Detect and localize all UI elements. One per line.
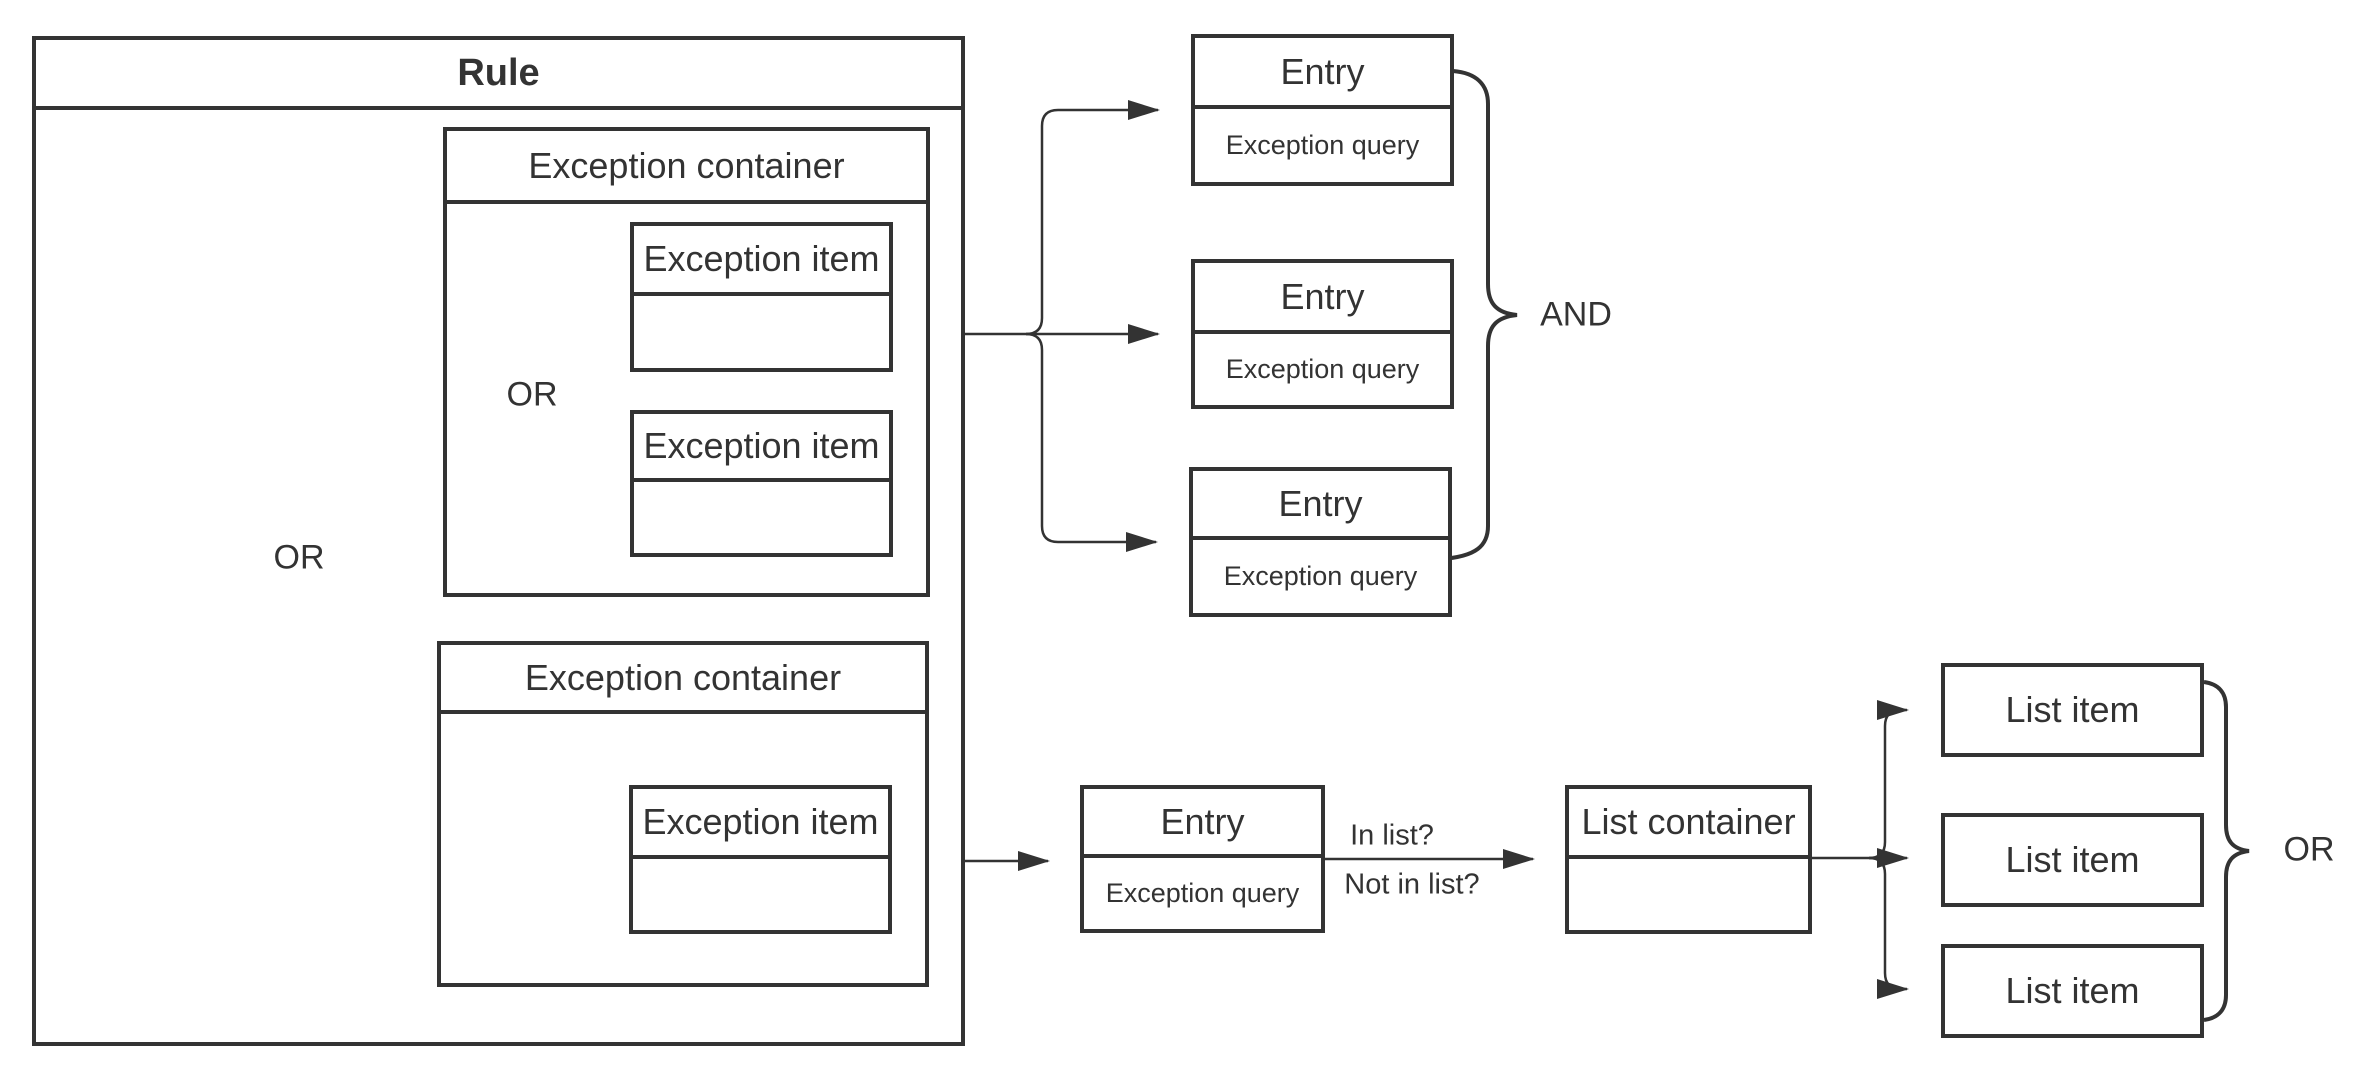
rule-title: Rule — [36, 40, 961, 110]
or-label-list-items: OR — [2283, 830, 2335, 869]
exception-item-1-body — [634, 296, 889, 368]
entry-3-query: Exception query — [1223, 561, 1418, 591]
list-container: List container — [1565, 785, 1812, 934]
exception-item-3: Exception item — [629, 785, 892, 934]
entry-4-title: Entry — [1084, 789, 1321, 858]
and-label-entries: AND — [1540, 295, 1612, 334]
connector-item-to-entry3 — [1025, 332, 1158, 552]
brace-and-entries — [1439, 69, 1518, 561]
exception-container-1-title: Exception container — [447, 131, 926, 204]
entry-3-title: Entry — [1193, 471, 1448, 540]
list-item-1: List item — [1941, 663, 2204, 757]
exception-item-1-title: Exception item — [634, 226, 889, 296]
entry-2-query: Exception query — [1225, 354, 1420, 384]
entry-2: Entry Exception query — [1191, 259, 1454, 409]
or-label-items: OR — [506, 375, 558, 414]
exception-item-3-title: Exception item — [633, 789, 888, 859]
list-item-3: List item — [1941, 944, 2204, 1038]
or-label-containers: OR — [273, 538, 325, 577]
list-container-body — [1569, 859, 1808, 930]
brace-or-list-items — [2203, 680, 2250, 1022]
entry-4-query: Exception query — [1105, 878, 1300, 908]
connector-item-to-entry1 — [1025, 100, 1160, 336]
entry-3: Entry Exception query — [1189, 467, 1452, 617]
in-list-label: In list? — [1346, 819, 1438, 853]
exception-item-3-body — [633, 859, 888, 930]
exception-container-2-title: Exception container — [441, 645, 925, 714]
list-item-3-label: List item — [2005, 970, 2140, 1011]
entry-4: Entry Exception query — [1080, 785, 1325, 933]
entry-1-query: Exception query — [1225, 130, 1420, 160]
exception-item-1: Exception item — [630, 222, 893, 372]
exception-item-2-title: Exception item — [634, 414, 889, 482]
entry-2-title: Entry — [1195, 263, 1450, 334]
exception-item-2-body — [634, 482, 889, 553]
list-item-2: List item — [1941, 813, 2204, 907]
entry-1-title: Entry — [1195, 38, 1450, 109]
exception-item-2: Exception item — [630, 410, 893, 557]
list-item-1-label: List item — [2005, 689, 2140, 730]
list-item-2-label: List item — [2005, 839, 2140, 880]
entry-1: Entry Exception query — [1191, 34, 1454, 186]
connector-list-to-item1 — [1868, 700, 1909, 860]
list-container-title: List container — [1569, 789, 1808, 859]
not-in-list-label: Not in list? — [1340, 868, 1484, 902]
connector-list-to-item3 — [1868, 856, 1909, 999]
